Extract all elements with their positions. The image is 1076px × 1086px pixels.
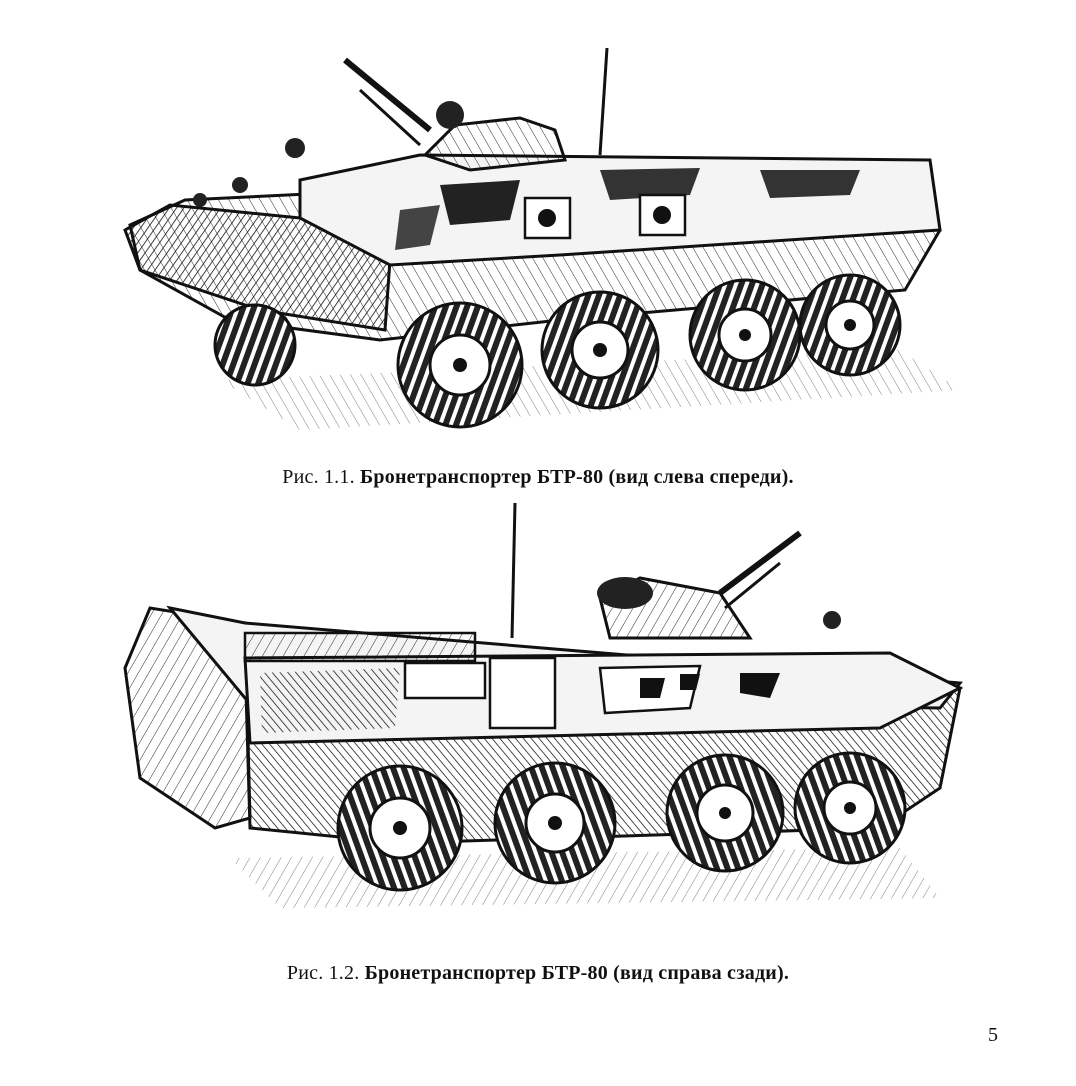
figure-2-title: Бронетранспортер БТР-80 (вид справа сзад… [364, 962, 790, 984]
btr80-front-left-illustration [123, 47, 960, 430]
figure-2-number: Рис. 1.2. [286, 962, 360, 984]
figure-2-btr80-rear-right [0, 498, 1076, 928]
figure-2-caption: Рис. 1.2. Бронетранспортер БТР-80 (вид с… [0, 962, 1076, 985]
figure-1-btr80-front-left [0, 20, 1076, 440]
figure-1-caption: Рис. 1.1. Бронетранспортер БТР-80 (вид с… [0, 466, 1076, 489]
page-number: 5 [988, 1024, 998, 1046]
btr80-rear-right-illustration [123, 502, 964, 908]
figure-1-number: Рис. 1.1. [282, 466, 355, 488]
figure-1-title: Бронетранспортер БТР-80 (вид слева спере… [360, 466, 794, 488]
